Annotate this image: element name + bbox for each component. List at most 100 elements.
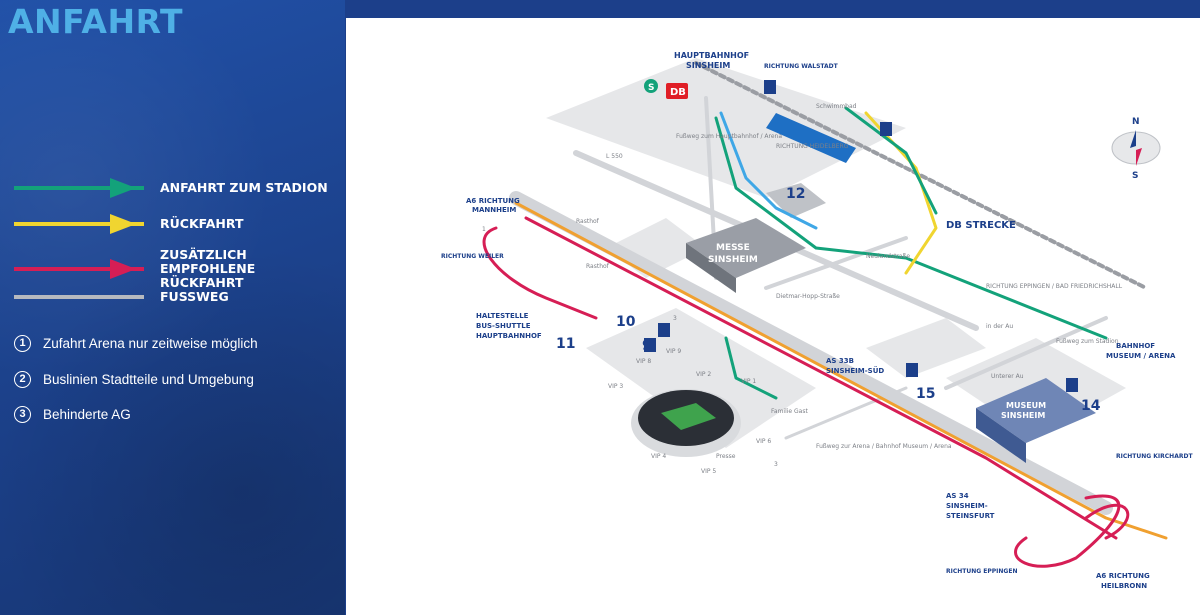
- stadium: [631, 389, 741, 457]
- label-steinsfurt: STEINSFURT: [946, 512, 995, 520]
- arrow-icon: [110, 214, 136, 234]
- note-marker-3: 3: [673, 315, 677, 322]
- routes: [482, 106, 1168, 568]
- label-dietmar-hopp: Dietmar-Hopp-Straße: [776, 293, 840, 300]
- parking-numbers: 12 10 9 11 15 14: [556, 186, 1101, 414]
- label-mannheim: MANNHEIM: [472, 206, 516, 214]
- label-as-34: AS 34: [946, 492, 969, 500]
- legend-label: ZUSÄTZLICH EMPFOHLENE RÜCKFAHRT: [160, 247, 256, 290]
- page-title: ANFAHRT: [8, 2, 184, 41]
- label-vip-2: VIP 2: [696, 371, 711, 378]
- db-label: DB: [670, 87, 686, 98]
- label-haltestelle: HALTESTELLE: [476, 312, 529, 320]
- legend-line-yellow: [14, 214, 144, 234]
- label-sinsheim-sued: SINSHEIM-SÜD: [826, 366, 884, 375]
- note-item-1: 1 Zufahrt Arena nur zeitweise möglich: [14, 335, 258, 352]
- label-richtung-weiler: RICHTUNG WEILER: [441, 253, 504, 260]
- label-vip-6: VIP 6: [756, 438, 771, 445]
- label-vip-9: VIP 9: [666, 348, 681, 355]
- s-bahn-badge: S: [644, 79, 658, 93]
- compass-south: S: [1132, 171, 1138, 181]
- legend-label: ANFAHRT ZUM STADION: [160, 180, 328, 195]
- label-sinsheim: SINSHEIM: [686, 61, 730, 70]
- note-marker-1: 1: [482, 226, 486, 233]
- note-item-2: 2 Buslinien Stadtteile und Umgebung: [14, 371, 254, 388]
- label-familie-gast: Familie Gast: [771, 408, 808, 415]
- label-sinsheim-steinsfurt: SINSHEIM-: [946, 502, 988, 510]
- label-l550: L 550: [606, 153, 623, 160]
- label-rasthof-2: Rasthof: [586, 263, 610, 270]
- legend-label: RÜCKFAHRT: [160, 216, 244, 231]
- note-number: 2: [14, 371, 31, 388]
- schwimmbad-pool: [766, 113, 856, 163]
- label-neulandstrasse: Neulandstraße: [866, 253, 910, 260]
- legend-line-red: [14, 259, 144, 279]
- label-vip-3: VIP 3: [608, 383, 623, 390]
- area-map: 12 10 9 11 15 14 HAUPTBAHNHOF SINSHEIM R…: [441, 51, 1193, 590]
- left-panel: ANFAHRT ANFAHRT ZUM STADION RÜCKFAHRT ZU…: [0, 0, 345, 615]
- parking-signs: [644, 80, 1078, 392]
- label-vip-1: VIP 1: [741, 378, 756, 385]
- label-fussweg-zur: Fußweg zur Arena / Bahnhof Museum / Aren…: [816, 443, 952, 450]
- label-richtung-eppingen-2: RICHTUNG EPPINGEN: [946, 568, 1017, 575]
- note-marker-3b: 3: [774, 461, 778, 468]
- map-labels: HAUPTBAHNHOF SINSHEIM RICHTUNG WALSTADT …: [441, 51, 1193, 590]
- label-db-strecke: DB STRECKE: [946, 220, 1016, 231]
- parking-11: 11: [556, 336, 575, 352]
- legend-item-zusaetzlich: ZUSÄTZLICH EMPFOHLENE RÜCKFAHRT: [14, 248, 330, 290]
- compass-north: N: [1132, 117, 1140, 127]
- legend-label: FUSSWEG: [160, 289, 229, 304]
- label-schwimmbad: Schwimmbad: [816, 103, 857, 110]
- label-hauptbahnhof-2: HAUPTBAHNHOF: [476, 332, 542, 340]
- legend-item-fussweg: FUSSWEG: [14, 290, 330, 304]
- note-item-3: 3 Behinderte AG: [14, 406, 131, 423]
- label-fussweg-stadion: Fußweg zum Stadion: [1056, 338, 1119, 345]
- map-minor-labels: Neulandstraße Dietmar-Hopp-Straße L 550 …: [482, 103, 1123, 475]
- arrow-icon: [110, 259, 136, 279]
- parking-14: 14: [1081, 398, 1101, 414]
- label-bahnhof: BAHNHOF: [1116, 342, 1155, 350]
- label-richtung-eppingen: RICHTUNG EPPINGEN / BAD FRIEDRICHSHALL: [986, 283, 1123, 290]
- label-richtung-walstadt: RICHTUNG WALSTADT: [764, 63, 839, 70]
- s-bahn-label: S: [648, 83, 654, 93]
- arrow-icon: [110, 178, 136, 198]
- label-heilbronn: HEILBRONN: [1101, 582, 1147, 590]
- legend-item-anfahrt: ANFAHRT ZUM STADION: [14, 178, 330, 198]
- legend-item-rueckfahrt: RÜCKFAHRT: [14, 214, 330, 234]
- parking-12: 12: [786, 186, 805, 202]
- label-museum-2: SINSHEIM: [1001, 411, 1045, 420]
- label-rasthof-1: Rasthof: [576, 218, 600, 225]
- label-vip-5: VIP 5: [701, 468, 716, 475]
- legend-line-grey: [14, 295, 144, 299]
- label-vip-8: VIP 8: [636, 358, 651, 365]
- db-badge: DB: [666, 83, 688, 99]
- label-bus-shuttle: BUS-SHUTTLE: [476, 322, 531, 330]
- buildings: [686, 183, 1096, 463]
- note-text: Zufahrt Arena nur zeitweise möglich: [43, 336, 258, 351]
- parking-10: 10: [616, 314, 636, 330]
- note-number: 1: [14, 335, 31, 352]
- map-panel: 12 10 9 11 15 14 HAUPTBAHNHOF SINSHEIM R…: [346, 18, 1200, 615]
- label-unterer-au: Unterer Au: [991, 373, 1024, 380]
- label-a6-mannheim: A6 RICHTUNG: [466, 197, 520, 205]
- label-in-der-au: in der Au: [986, 323, 1013, 330]
- parking-9: 9: [642, 338, 652, 354]
- label-vip-4: VIP 4: [651, 453, 666, 460]
- compass: N S: [1111, 117, 1161, 181]
- label-a6-heilbronn: A6 RICHTUNG: [1096, 572, 1150, 580]
- label-museum-arena: MUSEUM / ARENA: [1106, 352, 1176, 360]
- label-fussweg-hbf: Fußweg zum Hauptbahnhof / Arena: [676, 133, 782, 140]
- label-richtung-kirchardt: RICHTUNG KIRCHARDT: [1116, 453, 1193, 460]
- label-presse: Presse: [716, 453, 736, 460]
- note-text: Buslinien Stadtteile und Umgebung: [43, 372, 254, 387]
- note-text: Behinderte AG: [43, 407, 131, 422]
- label-messe-2: SINSHEIM: [708, 255, 758, 265]
- label-richtung-heidelberg: RICHTUNG HEIDELBERG: [776, 143, 849, 150]
- label-hauptbahnhof: HAUPTBAHNHOF: [674, 51, 749, 60]
- label-messe-1: MESSE: [716, 243, 750, 253]
- label-as-33b: AS 33B: [826, 357, 854, 365]
- note-number: 3: [14, 406, 31, 423]
- parking-15: 15: [916, 386, 935, 402]
- legend-line-green: [14, 178, 144, 198]
- label-museum-1: MUSEUM: [1006, 401, 1046, 410]
